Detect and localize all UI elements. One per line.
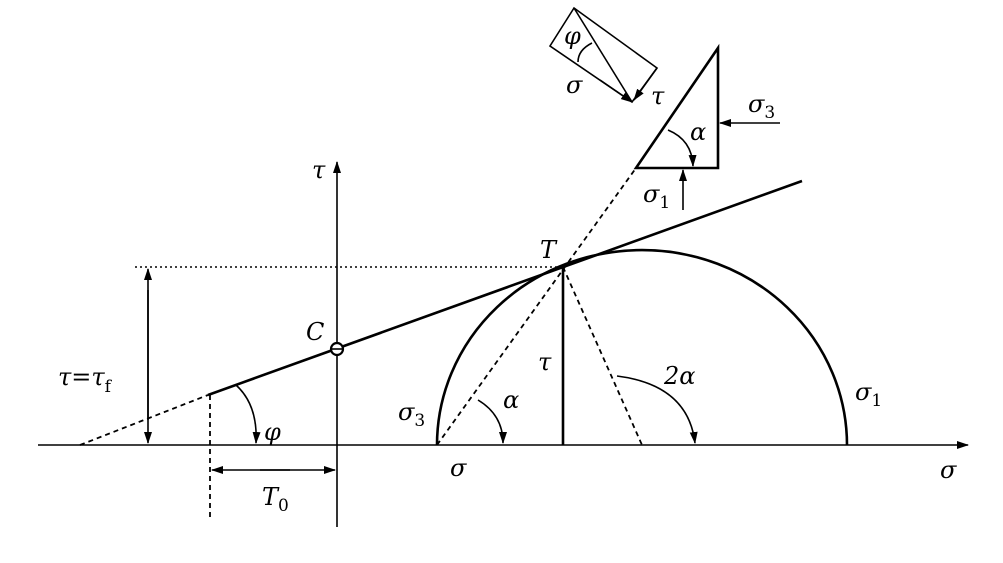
failure-plane-line <box>437 168 636 445</box>
sigma-point-label: σ <box>450 454 467 482</box>
envelope-extension <box>80 395 208 445</box>
point-t-label: T <box>540 236 558 264</box>
element-sigma1-label: σ1 <box>643 180 670 213</box>
tau-equals-tau-f-label: τ=τf <box>58 363 113 397</box>
sigma-axis-label: σ <box>940 456 957 484</box>
two-alpha-label: 2α <box>663 362 695 390</box>
inset-sigma-label: σ <box>566 71 583 99</box>
inset-tau-label: τ <box>651 82 665 110</box>
radius-line <box>563 267 642 445</box>
phi-arc <box>236 385 256 443</box>
t0-label: T0 <box>262 483 289 516</box>
tau-axis-label: τ <box>312 156 326 184</box>
inset-diagonal <box>574 8 632 102</box>
element-alpha-label: α <box>690 118 706 146</box>
tau-segment-label: τ <box>538 348 552 376</box>
sigma3-circle-label: σ3 <box>398 398 425 431</box>
alpha-arc <box>478 400 503 443</box>
inset-sigma-arrow <box>600 80 632 102</box>
alpha-label: α <box>503 386 519 414</box>
mohr-circle <box>437 250 847 445</box>
inset-phi-label: φ <box>564 22 581 50</box>
stress-element-triangle <box>636 48 718 168</box>
sigma1-circle-label: σ1 <box>855 378 882 411</box>
failure-envelope <box>208 181 802 395</box>
phi-label: φ <box>264 418 281 446</box>
point-c-label: C <box>306 318 324 346</box>
element-sigma3-label: σ3 <box>748 90 775 123</box>
